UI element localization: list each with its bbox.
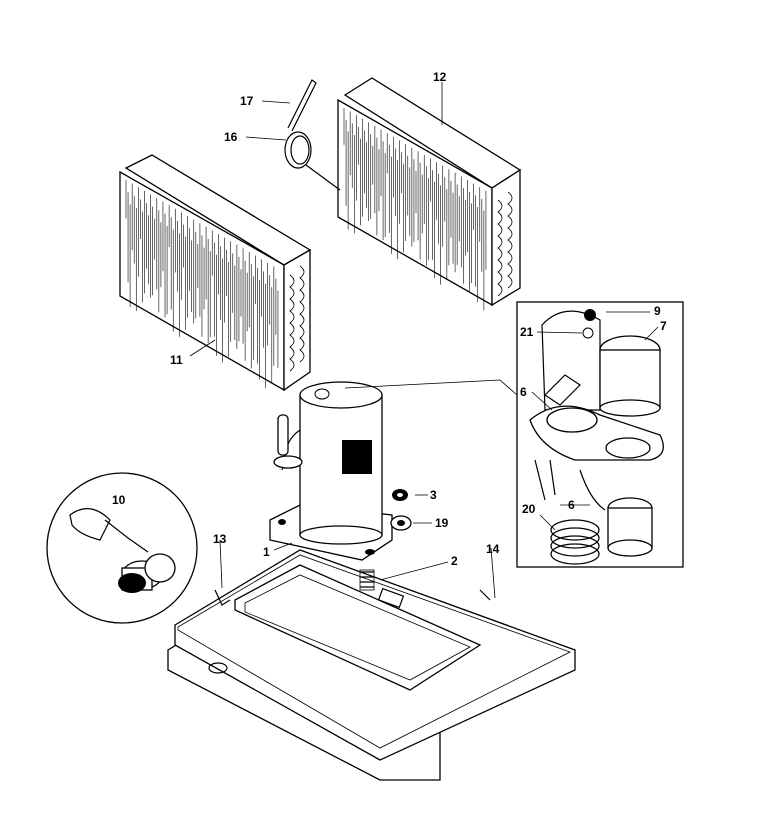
evaporator-coil-11: [119, 154, 312, 392]
callout-12: 12: [433, 70, 447, 84]
callout-21: 21: [520, 325, 534, 339]
capillary-tube-16-17: [284, 79, 341, 191]
callout-leaders: [189, 82, 659, 599]
base-pan: [167, 549, 576, 781]
callout-3: 3: [430, 488, 437, 502]
callout-2: 2: [451, 554, 458, 568]
callout-16: 16: [224, 130, 238, 144]
callout-6-lower: 6: [568, 498, 575, 512]
washer-19: [390, 515, 412, 531]
callout-7: 7: [660, 319, 667, 333]
callout-labels: 12 17 16 11 9 21 7 6 3 19 10 13 1 2 14 6…: [112, 70, 667, 568]
compressor-1: [269, 381, 393, 561]
callout-9: 9: [654, 304, 661, 318]
spring-2: [359, 569, 375, 591]
callout-10: 10: [112, 493, 126, 507]
callout-20: 20: [522, 502, 536, 516]
detail-circle-10: [46, 472, 198, 624]
capacitor-detail-box: [516, 301, 684, 568]
callout-11: 11: [170, 353, 183, 367]
callout-1: 1: [263, 545, 270, 559]
callout-14: 14: [486, 542, 500, 556]
condenser-coil-12: [337, 77, 522, 311]
nut-3: [392, 489, 408, 501]
callout-6-upper: 6: [520, 385, 527, 399]
callout-13: 13: [213, 532, 227, 546]
callout-17: 17: [240, 94, 254, 108]
callout-19: 19: [435, 516, 449, 530]
